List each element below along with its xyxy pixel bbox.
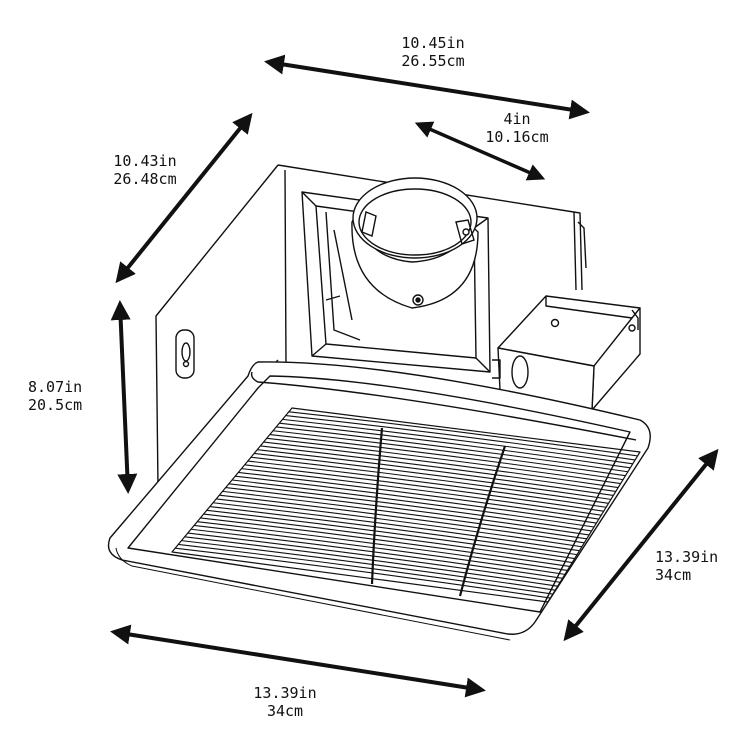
grille-slat: [184, 536, 558, 587]
label-top-width: 10.45in 26.55cm: [388, 34, 478, 70]
arrow-grille-depth: [563, 448, 719, 642]
grille-slat: [238, 471, 599, 520]
grille-slat: [263, 441, 619, 489]
label-height-metric: 20.5cm: [28, 396, 83, 414]
grille-slat: [231, 479, 595, 528]
arrow-duct: [414, 121, 546, 181]
label-height-imperial: 8.07in: [28, 378, 83, 396]
grille-slat: [260, 445, 616, 493]
grille-slat: [190, 528, 563, 579]
grille-slat: [285, 415, 636, 461]
label-grille-depth-imperial: 13.39in: [655, 548, 719, 566]
label-grille-width-imperial: 13.39in: [253, 684, 317, 702]
label-grille-width-metric: 34cm: [266, 702, 304, 720]
grille-slat: [269, 433, 624, 481]
duct-collar: [351, 177, 479, 309]
label-grille-depth: 13.39in 34cm: [655, 548, 718, 584]
grille-slat: [194, 524, 566, 575]
grille-slat: [178, 543, 553, 595]
grille-slat: [282, 418, 633, 465]
arrow-top-width: [264, 54, 590, 120]
grille-slat: [181, 540, 556, 591]
label-grille-depth-metric: 34cm: [655, 566, 692, 584]
grille-slat: [257, 449, 614, 496]
arrow-housing-depth: [115, 112, 253, 284]
side-slot: [175, 329, 195, 379]
label-grille-width: 13.39in 34cm: [240, 684, 330, 720]
grille-slat: [212, 502, 580, 552]
grille-slat: [266, 437, 621, 485]
grille-slat: [206, 509, 575, 560]
label-top-width-imperial: 10.45in: [401, 34, 465, 52]
label-housing-depth-imperial: 10.43in: [113, 152, 177, 170]
label-duct: 4in 10.16cm: [472, 110, 562, 146]
grille-slat: [276, 426, 628, 473]
grille-slat: [197, 521, 568, 571]
grille-slat: [225, 487, 590, 536]
grille-slat: [279, 422, 631, 469]
grille-slat: [241, 468, 602, 516]
label-duct-metric: 10.16cm: [485, 128, 549, 146]
label-duct-imperial: 4in: [503, 110, 531, 128]
grille-slat: [272, 430, 626, 477]
grille-slat: [288, 411, 638, 457]
label-housing-depth-metric: 26.48cm: [113, 170, 177, 188]
arrow-grille-width: [110, 624, 486, 698]
label-top-width-metric: 26.55cm: [401, 52, 465, 70]
grille-slat: [216, 498, 582, 548]
grille: [107, 361, 651, 641]
grille-slat: [244, 464, 604, 512]
label-height: 8.07in 20.5cm: [28, 378, 82, 414]
label-housing-depth: 10.43in 26.48cm: [100, 152, 190, 188]
grille-slat: [200, 517, 570, 568]
grille-slat: [250, 456, 609, 504]
arrow-height: [110, 300, 138, 494]
grille-slat: [203, 513, 573, 564]
grille-slat: [219, 494, 585, 544]
grille-slat: [228, 483, 592, 532]
grille-slat: [175, 547, 551, 599]
grille-slat: [254, 452, 612, 500]
grille-slat: [222, 490, 587, 540]
grille-slat: [235, 475, 597, 524]
grille-slat: [247, 460, 607, 508]
grille-slat: [209, 505, 578, 556]
